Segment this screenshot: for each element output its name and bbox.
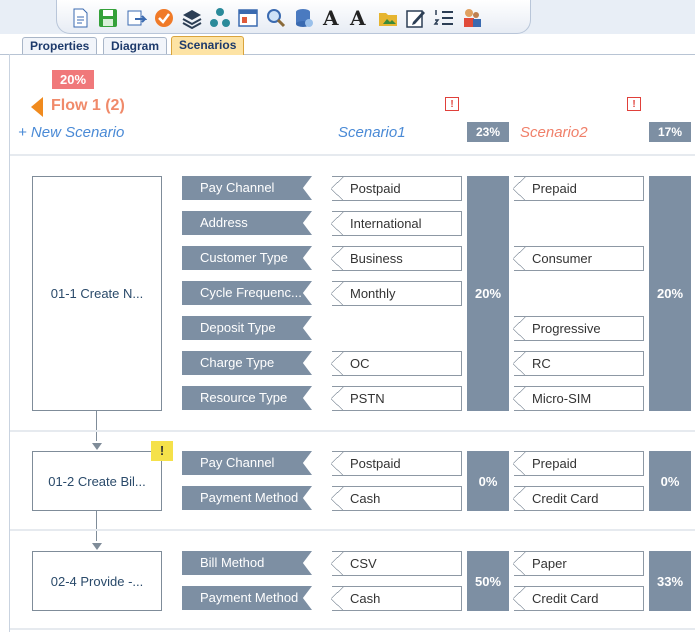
scenario1-value[interactable]: International	[331, 211, 462, 236]
hierarchy-icon[interactable]	[209, 7, 231, 29]
scenario2-value[interactable]: Credit Card	[513, 486, 644, 511]
param-label: Resource Type	[182, 386, 312, 410]
scenario1-value[interactable]: CSV	[331, 551, 462, 576]
toolbar: A A	[56, 0, 531, 34]
scenario1-value[interactable]: Postpaid	[331, 176, 462, 201]
scenario2-percent: 17%	[649, 122, 691, 142]
param-label: Pay Channel	[182, 176, 312, 200]
scenario2-value[interactable]: Prepaid	[513, 176, 644, 201]
users-icon[interactable]	[461, 7, 483, 29]
scenario1-value[interactable]: Cash	[331, 486, 462, 511]
scenario2-value[interactable]: Progressive	[513, 316, 644, 341]
param-label: Address	[182, 211, 312, 235]
flow-connector	[96, 511, 97, 541]
scenario1-step-percent: 20%	[467, 176, 509, 411]
font-icon[interactable]: A	[323, 6, 339, 30]
export-icon[interactable]	[125, 7, 147, 29]
picture-icon[interactable]	[377, 7, 399, 29]
header-divider	[10, 154, 695, 156]
param-label: Charge Type	[182, 351, 312, 375]
scenario1-warning-icon: !	[445, 97, 459, 111]
font-clear-icon[interactable]: A	[350, 6, 366, 30]
tab-diagram[interactable]: Diagram	[103, 37, 168, 54]
param-label: Deposit Type	[182, 316, 312, 340]
scenario1-value[interactable]: Business	[331, 246, 462, 271]
flow-connector	[96, 411, 97, 441]
scenario1-value[interactable]: OC	[331, 351, 462, 376]
param-label: Pay Channel	[182, 451, 312, 475]
scenario2-warning-icon: !	[627, 97, 641, 111]
window-icon[interactable]	[237, 7, 259, 29]
flow-title: Flow 1 (2)	[51, 97, 125, 114]
scenario2-value[interactable]: Paper	[513, 551, 644, 576]
search-icon[interactable]	[265, 7, 287, 29]
numbered-list-icon[interactable]	[433, 7, 455, 29]
approve-icon[interactable]	[153, 7, 175, 29]
new-scenario-link[interactable]: + New Scenario	[18, 124, 125, 141]
scenario1-step-percent: 0%	[467, 451, 509, 511]
scenario1-percent: 23%	[467, 122, 509, 142]
param-label: Bill Method	[182, 551, 312, 575]
flow-arrowhead	[92, 543, 102, 550]
param-label: Payment Method	[182, 586, 312, 610]
flow-arrowhead	[92, 443, 102, 450]
tab-scenarios[interactable]: Scenarios	[171, 36, 245, 55]
tab-properties[interactable]: Properties	[22, 37, 98, 54]
section-divider	[10, 529, 695, 531]
new-document-icon[interactable]	[69, 7, 91, 29]
scenario1-value[interactable]: Monthly	[331, 281, 462, 306]
tab-bar: Properties Diagram Scenarios	[0, 34, 695, 55]
layers-icon[interactable]	[181, 7, 203, 29]
step-box[interactable]: 01-1 Create N...	[32, 176, 162, 411]
scenario2-step-percent: 33%	[649, 551, 691, 611]
step-box[interactable]: 01-2 Create Bil...	[32, 451, 162, 511]
save-icon[interactable]	[97, 7, 119, 29]
collapse-arrow-icon[interactable]	[31, 97, 43, 117]
edit-icon[interactable]	[405, 7, 427, 29]
scenario1-value[interactable]: Cash	[331, 586, 462, 611]
scenario2-step-percent: 20%	[649, 176, 691, 411]
param-label: Cycle Frequenc...	[182, 281, 312, 305]
panel-border	[9, 54, 10, 632]
scenario2-value[interactable]: Micro-SIM	[513, 386, 644, 411]
scenario2-value[interactable]: Consumer	[513, 246, 644, 271]
scenario2-step-percent: 0%	[649, 451, 691, 511]
param-label: Payment Method	[182, 486, 312, 510]
scenario1-step-percent: 50%	[467, 551, 509, 611]
scenario2-value[interactable]: Credit Card	[513, 586, 644, 611]
warning-icon[interactable]: !	[151, 441, 173, 461]
scenario1-value[interactable]: PSTN	[331, 386, 462, 411]
scenario2-value[interactable]: Prepaid	[513, 451, 644, 476]
section-divider	[10, 430, 695, 432]
scenario2-value[interactable]: RC	[513, 351, 644, 376]
scenario1-value[interactable]: Postpaid	[331, 451, 462, 476]
scenario1-name[interactable]: Scenario1	[338, 124, 406, 141]
database-icon[interactable]	[293, 7, 315, 29]
step-box[interactable]: 02-4 Provide -...	[32, 551, 162, 611]
flow-percent-badge: 20%	[52, 70, 94, 89]
scenario2-name[interactable]: Scenario2	[520, 124, 588, 141]
param-label: Customer Type	[182, 246, 312, 270]
section-divider	[10, 628, 695, 630]
